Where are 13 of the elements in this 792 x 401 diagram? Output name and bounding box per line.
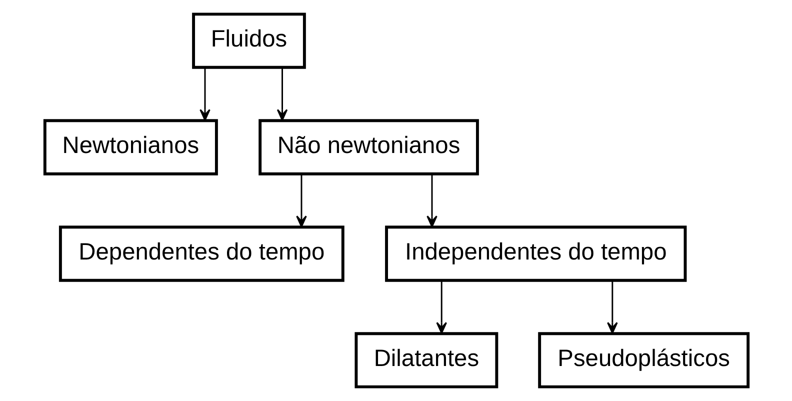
node-box: Dilatantes xyxy=(354,332,498,388)
node-box: Dependentes do tempo xyxy=(58,226,344,282)
arrow xyxy=(296,174,306,228)
arrow xyxy=(606,280,618,334)
node-box: Newtonianos xyxy=(42,119,218,176)
arrow xyxy=(276,68,288,121)
node-box: Fluidos xyxy=(192,12,306,69)
arrow xyxy=(426,174,437,228)
arrow xyxy=(199,68,210,121)
node-box: Independentes do tempo xyxy=(384,226,686,282)
arrow xyxy=(436,280,446,334)
node-box: Não newtonianos xyxy=(258,119,478,176)
node-box: Pseudoplásticos xyxy=(538,332,750,388)
